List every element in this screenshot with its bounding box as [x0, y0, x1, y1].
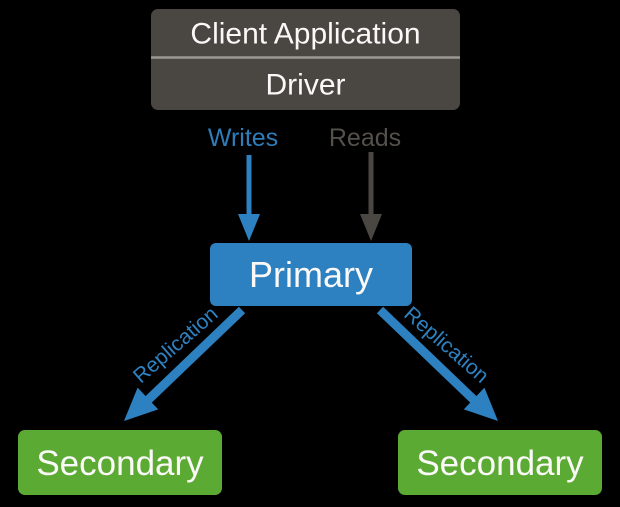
- replication-right-shaft: [376, 306, 478, 404]
- client-application-label: Client Application: [190, 18, 420, 51]
- primary-node: Primary: [210, 243, 412, 306]
- replication-left-shaft: [144, 306, 246, 404]
- reads-arrowhead-icon: [360, 214, 382, 241]
- primary-label: Primary: [249, 254, 373, 295]
- driver-label: Driver: [266, 69, 346, 102]
- secondary-right-label: Secondary: [416, 444, 584, 483]
- secondary-left-label: Secondary: [36, 444, 204, 483]
- secondary-right-box: [398, 430, 602, 495]
- writes-arrowhead-icon: [238, 214, 260, 241]
- replication-left-arrowhead-icon: [124, 387, 159, 421]
- replication-right-arrowhead-icon: [463, 387, 498, 421]
- secondary-node-left: Secondary: [18, 430, 222, 495]
- reads-label: Reads: [329, 124, 401, 152]
- reads-arrow: Reads: [329, 124, 401, 241]
- writes-label: Writes: [208, 124, 278, 152]
- secondary-left-box: [18, 430, 222, 495]
- client-driver-node: Client Application Driver: [151, 9, 460, 110]
- secondary-node-right: Secondary: [398, 430, 602, 495]
- client-driver-box: [151, 9, 460, 110]
- primary-box: [210, 243, 412, 306]
- writes-arrow: Writes: [208, 124, 278, 241]
